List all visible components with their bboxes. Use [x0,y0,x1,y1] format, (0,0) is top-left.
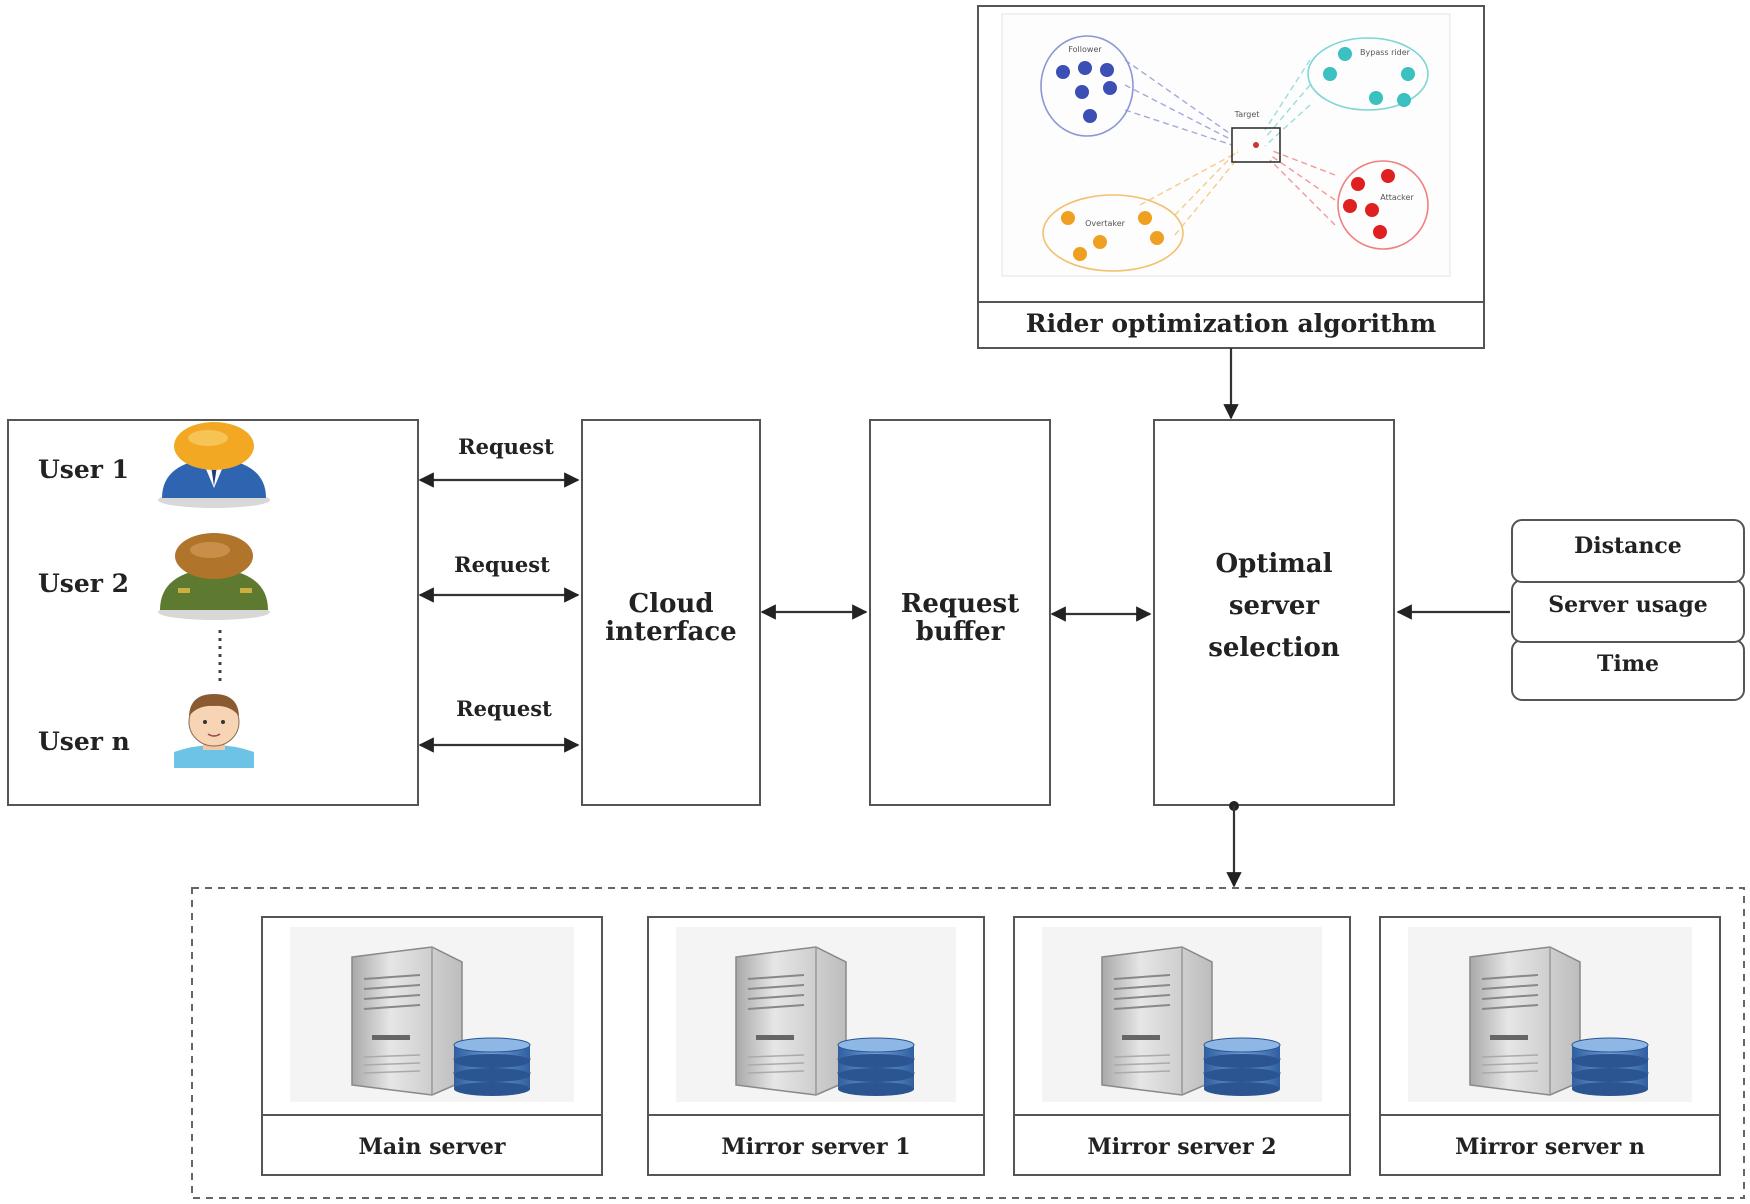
optimal-selection-label-1: Optimal [1216,549,1333,579]
target-label: Target [1234,110,1260,119]
server-label: Main server [359,1134,506,1160]
user-1-label: User 1 [38,455,129,484]
database-icon [1203,1037,1281,1096]
optimal-selection-label-3: selection [1208,633,1340,663]
database-icon [1571,1037,1649,1096]
criteria-distance-box [1511,519,1745,583]
request-buffer-label-1: Request [901,589,1019,619]
cloud-interface-label-2: interface [605,617,736,647]
rider-links [1124,59,1336,236]
server-label: Mirror server 2 [1087,1134,1276,1160]
user-military-icon [158,533,270,620]
user-casual-icon [174,694,254,768]
server-card: Mirror server n [1379,916,1721,1176]
server-tower-icon [1101,946,1213,1096]
server-card: Mirror server 2 [1013,916,1351,1176]
user-n-label: User n [38,727,130,756]
servers-row: Main server Mirror server 1 Mirror server … [261,916,1721,1176]
bypass-label: Bypass rider [1360,48,1411,57]
criteria-server-usage-label: Server usage [1548,592,1708,618]
server-label: Mirror server 1 [721,1134,910,1160]
rider-algorithm-label: Rider optimization algorithm [1026,309,1436,338]
overtaker-group: Overtaker [1042,194,1184,272]
server-tower-icon [351,946,463,1096]
request-label-1: Request [458,434,554,459]
server-card: Main server [261,916,603,1176]
database-icon [453,1037,531,1096]
server-tower-icon [1469,946,1581,1096]
attacker-label: Attacker [1380,193,1414,202]
server-label: Mirror server n [1455,1134,1645,1160]
users-panel: User 1 User 2 User n [7,419,419,806]
attacker-group: Attacker [1337,160,1429,250]
database-icon [837,1037,915,1096]
follower-group: Follower [1040,35,1134,137]
criteria-time-label: Time [1597,651,1659,677]
bypass-group: Bypass rider [1307,37,1429,111]
cloud-interface-label-1: Cloud [629,589,714,619]
optimal-selection-box: Optimal server selection [1153,419,1395,806]
request-buffer-box: Request buffer [869,419,1051,806]
criteria-distance-label: Distance [1574,533,1682,559]
server-card: Mirror server 1 [647,916,985,1176]
request-label-2: Request [454,552,550,577]
overtaker-label: Overtaker [1085,219,1126,228]
server-tower-icon [735,946,847,1096]
request-buffer-label-2: buffer [916,617,1005,647]
rider-algorithm-panel: Rider optimization algorithm Follo [977,5,1485,349]
criteria-stack: Distance Server usage Time [1511,519,1745,701]
request-label-3: Request [456,696,552,721]
user-2-label: User 2 [38,569,129,598]
target-marker: Target [1231,110,1281,163]
optimal-selection-label-2: server [1229,591,1320,621]
servers-group-frame [191,887,1745,1199]
cloud-interface-box: Cloud interface [581,419,761,806]
user-business-icon [158,422,270,508]
follower-label: Follower [1068,45,1102,54]
